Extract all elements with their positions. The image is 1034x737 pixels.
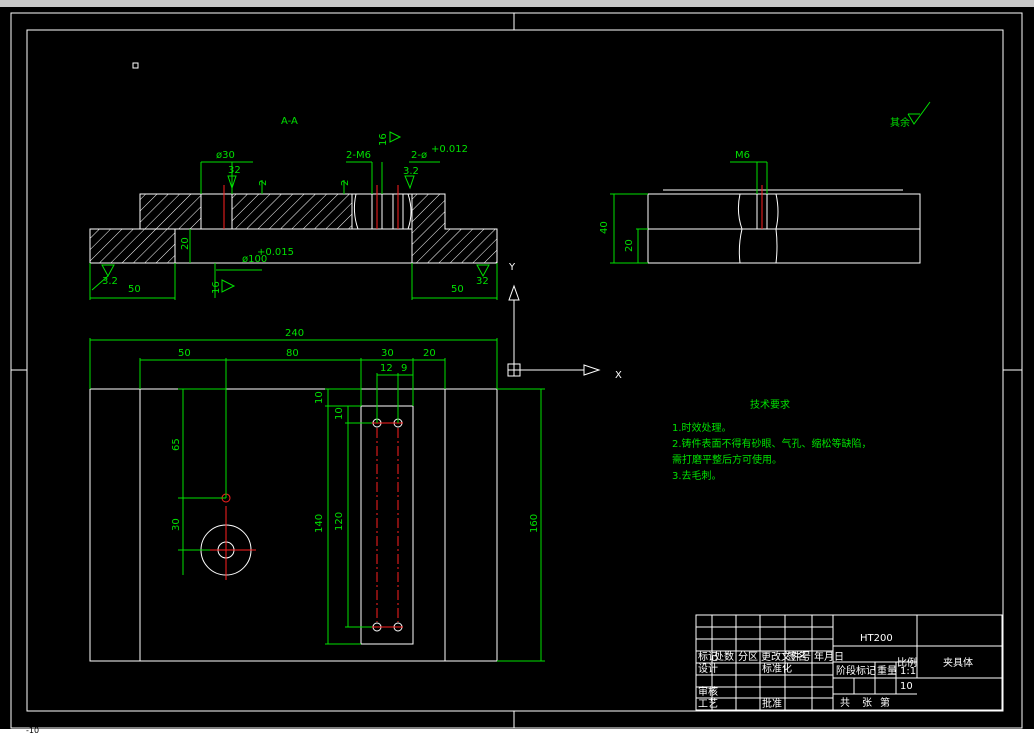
tb-biaoji: 标记 — [698, 651, 718, 663]
dim-16-bottom: 16 — [211, 281, 222, 294]
roughness-check-icon — [907, 101, 931, 125]
plan-dim-12: 12 — [380, 363, 393, 374]
tb-zhongliang: 重量 — [877, 664, 897, 677]
tb-di: 第 — [880, 696, 890, 709]
tb-fenqu: 分区 — [738, 651, 758, 663]
tech-req-line1: 1.时效处理。 — [672, 421, 732, 434]
plan-dim-50: 50 — [178, 348, 191, 359]
plan-dim-20: 20 — [423, 348, 436, 359]
sheet-number: 10 — [900, 681, 913, 692]
roughness-32a: 32 — [228, 165, 241, 176]
tech-req-line3: 需打磨平整后方可使用。 — [672, 453, 782, 466]
tol-top: +0.012 — [431, 144, 468, 155]
section-label: A-A — [281, 116, 298, 127]
tb-gong: 共 — [840, 697, 850, 709]
section-view-a-a — [89, 131, 498, 300]
command-line[interactable]: -10 — [0, 726, 1034, 737]
tb-gengai: 更改文件号 — [761, 650, 811, 663]
plan-dim-9: 9 — [401, 363, 407, 374]
dim-2-right: 2 — [340, 180, 351, 186]
tb-jieduan: 阶段标记 — [836, 664, 876, 677]
toolbar-strip[interactable] — [0, 0, 1034, 7]
ucs-icon — [507, 284, 601, 377]
dim-2-m6: 2-M6 — [346, 150, 371, 161]
tb-qianming: 签名 — [787, 650, 807, 663]
plan-dim-30: 30 — [381, 348, 394, 359]
command-line-text: -10 — [26, 726, 40, 735]
side-dim-m6: M6 — [735, 150, 750, 161]
dim-16-top: 16 — [378, 133, 389, 146]
plan-view — [89, 338, 545, 662]
side-dim-20: 20 — [624, 239, 635, 252]
side-view — [610, 161, 921, 264]
plan-dim-10a: 10 — [314, 391, 325, 404]
tb-chushu: 处数 — [714, 650, 734, 663]
tech-req-line4: 3.去毛刺。 — [672, 470, 722, 482]
part-name: 夹具体 — [943, 656, 973, 669]
tb-nianyueri: 年月日 — [814, 650, 844, 663]
roughness-right: 32 — [476, 276, 489, 287]
side-dim-40: 40 — [599, 221, 610, 234]
tech-req-line2: 2.铸件表面不得有砂眼、气孔、缩松等缺陷， — [672, 437, 872, 450]
plan-dim-140: 140 — [314, 514, 325, 533]
roughness-32b: 3.2 — [403, 166, 419, 177]
ucs-x-label: X — [615, 370, 622, 381]
plan-dim-160: 160 — [529, 514, 540, 533]
plan-dim-65: 65 — [171, 438, 182, 451]
tb-shenhe: 审核 — [698, 685, 718, 698]
tb-zhang: 张 — [862, 697, 872, 709]
plan-dim-240: 240 — [285, 328, 304, 339]
tb-gongyi: 工艺 — [698, 698, 718, 710]
plan-dim-80: 80 — [286, 348, 299, 359]
tol-100: +0.015 — [257, 247, 294, 258]
roughness-note: 其余 — [890, 116, 910, 129]
dim-phi30: ø30 — [216, 150, 235, 161]
dim-50-left: 50 — [128, 284, 141, 295]
dim-phi100: ø100 — [242, 254, 267, 265]
dim-50-right: 50 — [451, 284, 464, 295]
tech-req-title: 技术要求 — [750, 398, 790, 411]
dim-2-phi: 2-ø — [411, 150, 427, 161]
material-label: HT200 — [860, 633, 893, 644]
roughness-left: 3.2 — [102, 276, 118, 287]
plan-dim-30v: 30 — [171, 518, 182, 531]
tb-bili: 比例 — [897, 656, 917, 669]
title-block — [695, 614, 1003, 711]
plan-dim-10b: 10 — [334, 407, 345, 420]
tb-pizhun: 批准 — [762, 697, 782, 710]
tb-sheji: 设计 — [698, 662, 718, 675]
pickbox-cursor — [132, 62, 139, 69]
tb-biaozhunhua: 标准化 — [762, 662, 792, 675]
dim-2-left: 2 — [258, 180, 269, 186]
scale-value: 1:1 — [900, 666, 916, 677]
ucs-y-label: Y — [508, 262, 516, 273]
dim-20-section: 20 — [180, 237, 191, 250]
plan-dim-120: 120 — [334, 512, 345, 531]
